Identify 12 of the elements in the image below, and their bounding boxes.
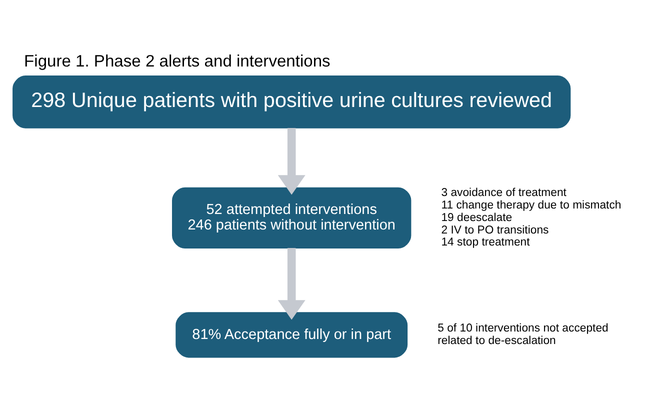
node-box: 298 Unique patients with positive urine cultures reviewed <box>12 76 571 128</box>
arrow <box>278 248 306 320</box>
node-label: 2 IV to PO transitions <box>441 224 549 236</box>
diagram-title: Figure 1. Phase 2 alerts and interventions <box>24 52 330 71</box>
node-box: 52 attempted interventions 246 patients without intervention <box>172 187 412 248</box>
node-label: 11 change therapy due to mismatch <box>441 199 622 212</box>
node-box: 81% Acceptance fully or in part <box>176 312 408 358</box>
node-label: 14 stop treatment <box>441 236 530 249</box>
node-label: 5 of 10 interventions not accepted related to de-escalation <box>438 322 608 348</box>
arrow <box>278 128 306 195</box>
node-label: 3 avoidance of treatment <box>441 186 566 199</box>
node-label: 19 deescalate <box>441 212 512 224</box>
